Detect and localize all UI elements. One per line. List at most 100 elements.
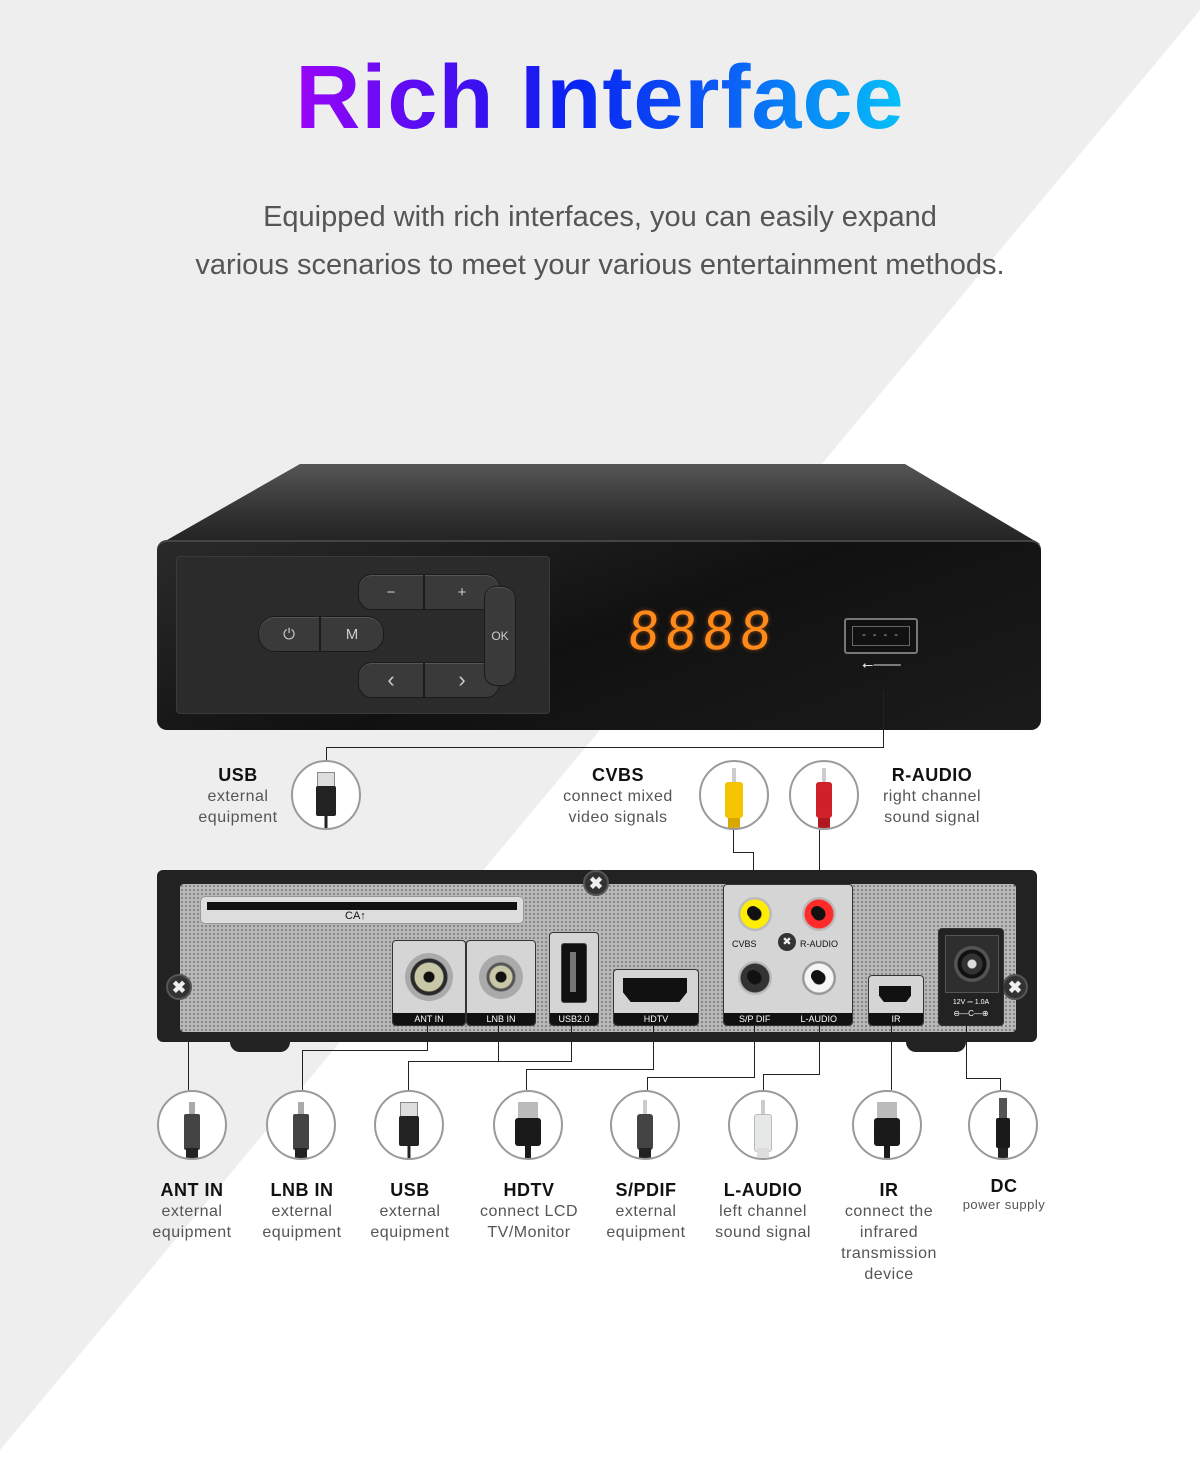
dc-rating-label: 12V ⎓ 1.0A [952, 999, 990, 1006]
callout-desc: external [207, 788, 269, 805]
connector-line [754, 1024, 755, 1077]
callout-spdif: S/PDIF external equipment [586, 1179, 706, 1243]
volume-minus-button[interactable]: − [358, 574, 424, 610]
av-port-block: CVBS ✖ R-AUDIO S/P DIF L-AUDIO [723, 884, 853, 1026]
callout-desc: infrared [859, 1224, 919, 1241]
menu-button[interactable]: M [320, 616, 384, 652]
connector-line [302, 1050, 428, 1051]
callout-desc: sound signal [884, 809, 980, 826]
callout-desc: video signals [568, 809, 668, 826]
connector-line [571, 1024, 572, 1062]
callout-desc: connect mixed [563, 788, 673, 805]
connector-line [819, 1024, 820, 1074]
ca-label: CA↑ [341, 910, 370, 922]
callout-desc: external [615, 1203, 677, 1220]
connector-line [647, 1077, 755, 1078]
front-usb-port[interactable]: - - - - [844, 618, 918, 654]
dc-power-port[interactable]: 12V ⎓ 1.0A ⊖—C—⊕ [938, 928, 1004, 1026]
callout-desc: equipment [370, 1224, 450, 1241]
chevron-left-icon: ‹ [387, 667, 395, 692]
l-audio-plug-icon [728, 1090, 798, 1160]
callout-dc: DC power supply [944, 1175, 1064, 1213]
connector-line [883, 690, 884, 747]
port-label: L-AUDIO [800, 1014, 837, 1024]
ir-port[interactable]: IR [868, 975, 924, 1026]
connector-line [188, 1042, 189, 1090]
r-audio-port[interactable] [802, 897, 836, 931]
plus-icon: + [457, 583, 467, 601]
screw-icon: ✖ [166, 974, 192, 1000]
connector-line [408, 1061, 572, 1062]
hdtv-port[interactable]: HDTV [613, 969, 699, 1026]
callout-desc: device [864, 1266, 914, 1283]
callout-desc: TV/Monitor [487, 1224, 571, 1241]
callout-desc: equipment [262, 1224, 342, 1241]
connector-line [647, 1077, 648, 1090]
connector-line [966, 1024, 967, 1078]
page-title-text: Rich Interface [295, 48, 905, 148]
mini-usb-socket-icon [879, 986, 911, 1002]
connector-line [498, 1024, 499, 1062]
callout-title: HDTV [503, 1180, 555, 1200]
usb-symbol-icon: ⭠⸺ [862, 656, 902, 672]
channel-left-button[interactable]: ‹ [358, 662, 424, 698]
connector-line [753, 852, 754, 886]
port-label: R-AUDIO [800, 939, 838, 949]
spdif-port[interactable] [738, 961, 772, 995]
ant-plug-icon [157, 1090, 227, 1160]
usb-slot-glyph: - - - - [852, 626, 910, 646]
subtitle-line-2: various scenarios to meet your various e… [195, 249, 1005, 281]
power-button[interactable]: ⏻ [258, 616, 320, 652]
port-label: LNB IN [467, 1013, 535, 1025]
port-label: USB2.0 [550, 1013, 598, 1025]
lnb-in-port[interactable]: LNB IN [466, 940, 536, 1026]
page-title: Rich Interface [0, 48, 1200, 148]
ok-label: OK [491, 629, 509, 643]
callout-hdtv: HDTV connect LCD TV/Monitor [466, 1179, 592, 1243]
chevron-right-icon: › [458, 667, 466, 692]
screw-icon: ✖ [778, 933, 796, 951]
callout-desc: equipment [606, 1224, 686, 1241]
ant-in-port[interactable]: ANT IN [392, 940, 466, 1026]
ok-button[interactable]: OK [484, 586, 516, 686]
connector-line [526, 1069, 527, 1090]
connector-line [763, 1074, 764, 1090]
callout-desc: connect the [844, 1203, 934, 1220]
polarity-icon: ⊖—C—⊕ [953, 1009, 989, 1018]
usb-plug-icon [291, 760, 361, 830]
callout-ant-in: ANT IN external equipment [132, 1179, 252, 1243]
callout-title: LNB IN [270, 1180, 334, 1200]
callout-cvbs: CVBS connect mixed video signals [548, 764, 688, 828]
av-labels-bar: S/P DIF L-AUDIO [724, 1013, 852, 1025]
device-foot [230, 1042, 290, 1052]
hdmi-socket-icon [623, 978, 687, 1002]
ca-card-slot[interactable]: CA↑ [200, 896, 524, 924]
callout-l-audio: L-AUDIO left channel sound signal [700, 1179, 826, 1243]
lnb-plug-icon [266, 1090, 336, 1160]
red-rca-plug-icon [789, 760, 859, 830]
callout-desc: left channel [719, 1203, 807, 1220]
callout-title: S/PDIF [615, 1180, 677, 1200]
connector-line [733, 852, 753, 853]
callout-desc: equipment [198, 809, 278, 826]
spdif-plug-icon [610, 1090, 680, 1160]
screw-icon: ✖ [583, 870, 609, 896]
callout-r-audio: R-AUDIO right channel sound signal [864, 764, 1000, 828]
connector-line [526, 1069, 654, 1070]
callout-title: DC [990, 1176, 1018, 1196]
callout-title: USB [390, 1180, 430, 1200]
callout-desc: power supply [962, 1197, 1046, 1212]
cvbs-port[interactable] [738, 897, 772, 931]
dc-jack-icon [945, 935, 999, 993]
l-audio-port[interactable] [802, 961, 836, 995]
connector-line [326, 747, 884, 748]
coax-connector-icon [405, 953, 453, 1001]
usb-a-socket-icon [561, 943, 587, 1003]
connector-line [302, 1050, 303, 1051]
rear-usb-port[interactable]: USB2.0 [549, 932, 599, 1026]
connector-line [891, 1024, 892, 1090]
callout-desc: sound signal [715, 1224, 811, 1241]
callout-title: IR [879, 1180, 899, 1200]
connector-line [427, 1024, 428, 1050]
screw-icon: ✖ [1002, 974, 1028, 1000]
